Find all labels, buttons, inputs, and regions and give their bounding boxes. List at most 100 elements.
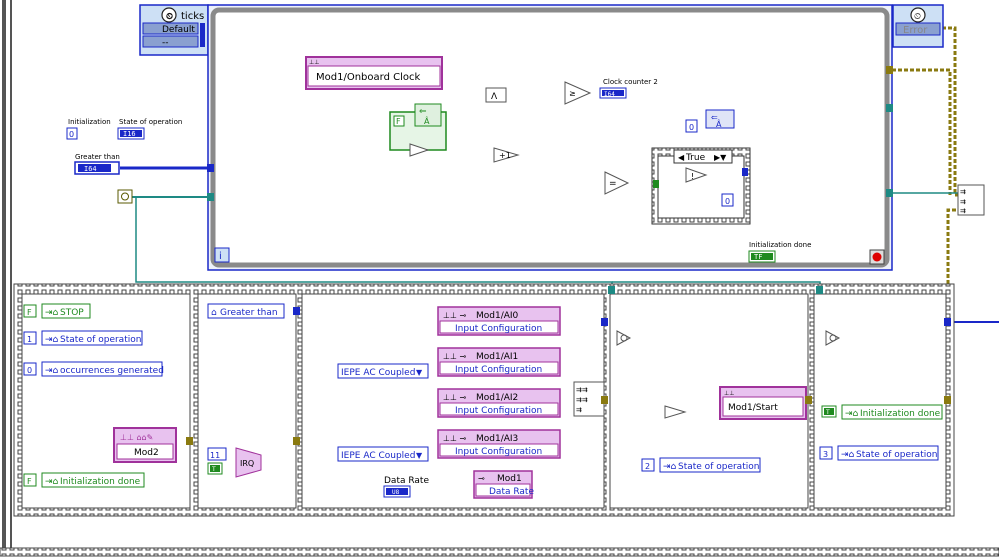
ticks-label: ticks [181, 11, 204, 22]
init-label: Initialization done [60, 477, 141, 487]
stop-label: STOP [60, 308, 84, 318]
clock-counter-type: I64 [604, 91, 615, 98]
initialization-value: 0 [69, 130, 74, 139]
greater-type: I64 [84, 165, 97, 173]
state-label: State of operation [60, 335, 141, 345]
mod-name: Mod1/AI3 [476, 434, 518, 444]
state-const: 3 [823, 450, 828, 459]
mod1-start-node[interactable]: ⊥⊥ Mod1/Start [719, 386, 807, 420]
frame-4: T ⇥⌂ Initialization done 3 ⇥⌂ State of o… [819, 330, 943, 461]
feedback-node[interactable]: F ⇐ Â [389, 103, 447, 151]
state-label: State of operation [856, 450, 937, 460]
increment-node [493, 147, 520, 163]
device-icon: ⊥⊥ ⌂⌂✎ [120, 433, 153, 442]
svg-text:⊥⊥: ⊥⊥ [309, 59, 319, 66]
not-node [685, 167, 708, 183]
iepe-label-2: IEPE AC Coupled [341, 451, 415, 461]
frame-1: ⌂ Greater than 11 IRQ T [207, 303, 285, 478]
initialization-label: Initialization [68, 118, 111, 126]
case-structure-true[interactable]: ◀ True ▶▼ ! 0 [651, 147, 751, 225]
frame-0: F ⇥⌂ STOP 1 ⇥⌂ State of operation 0 ⇥⌂ o… [23, 303, 177, 488]
error-case-structure[interactable]: ⏲ Error [892, 4, 944, 48]
const-0b: 0 [725, 197, 730, 206]
irq-const: 11 [210, 451, 220, 460]
arrow-left-icon: ⇐ [419, 107, 427, 117]
svg-text:⊥⊥ ⊸: ⊥⊥ ⊸ [443, 434, 466, 443]
init-done-label: Initialization done [749, 241, 811, 249]
state-label: State of operation [119, 118, 182, 126]
svg-text:Â: Â [716, 118, 722, 129]
error-case-label: Error [903, 25, 928, 36]
svg-text:Â: Â [424, 115, 430, 126]
greater-than-control[interactable]: Greater than I64 [74, 153, 120, 175]
mod-name: Mod1/AI0 [476, 311, 519, 321]
loop-tunnels [207, 66, 893, 201]
svg-text:Λ: Λ [491, 92, 498, 102]
case-prev-icon: ◀ [678, 153, 685, 162]
data-rate-label: Data Rate [384, 476, 429, 486]
iepe-label-1: IEPE AC Coupled [341, 368, 415, 378]
mod-item-0[interactable]: ⊥⊥ ⊸ Mod1/AI0 Input Configuration [437, 306, 561, 336]
mod-item-2[interactable]: ⊥⊥ ⊸ Mod1/AI2 Input Configuration [437, 388, 561, 418]
svg-text:⊥⊥: ⊥⊥ [724, 390, 734, 397]
const-0a: 0 [689, 123, 694, 132]
case-label: True [685, 153, 706, 163]
mod-prop: Input Configuration [455, 447, 542, 457]
svg-text:⇉: ⇉ [576, 406, 582, 414]
case-next-icon: ▶▼ [714, 153, 727, 162]
ticks-case-structure[interactable]: ⏲ ticks Default -- [139, 4, 209, 56]
init-label: Initialization done [860, 409, 941, 419]
bundle-node[interactable]: ⇉ ⇉ ⇉ [957, 184, 985, 216]
not-gate-icon [409, 143, 430, 157]
home-icon: ⇥⌂ [845, 409, 859, 419]
iepe-ring-2[interactable]: IEPE AC Coupled ▼ [337, 446, 429, 462]
iepe-ring-1[interactable]: IEPE AC Coupled ▼ [337, 363, 429, 379]
svg-text:⇉⇉: ⇉⇉ [576, 396, 588, 404]
data-rate-control[interactable]: Data Rate U8 [383, 476, 429, 498]
mod-item-1[interactable]: ⊥⊥ ⊸ Mod1/AI1 Input Configuration [437, 347, 561, 377]
mod1-data-rate-node[interactable]: ⊸ Mod1 Data Rate [473, 470, 534, 499]
home-icon: ⇥⌂ [45, 477, 59, 487]
svg-text:⊥⊥ ⊸: ⊥⊥ ⊸ [443, 311, 466, 320]
equal-node [604, 171, 630, 195]
svg-text:!: ! [691, 172, 694, 181]
refnum-constant[interactable] [117, 189, 133, 204]
svg-text:⇉: ⇉ [960, 198, 966, 206]
onboard-clock-node[interactable]: Mod1/Onboard Clock ⊥⊥ [305, 56, 443, 90]
init-const: T [825, 409, 830, 416]
arrow-left-icon: ⇐ [711, 113, 718, 122]
home-icon: ⇥⌂ [663, 462, 677, 472]
mod-name: Mod1/AI1 [476, 352, 518, 362]
frame-2: ⊥⊥ ⊸ Mod1/AI0 Input Configuration ⊥⊥ ⊸ M… [337, 306, 605, 499]
svg-text:⇉: ⇉ [960, 188, 966, 196]
state-const: 1 [27, 335, 32, 344]
greater-label: Greater than [220, 308, 278, 318]
mod-item-3[interactable]: ⊥⊥ ⊸ Mod1/AI3 Input Configuration [437, 429, 561, 459]
clock-icon: ⏲ [166, 11, 173, 22]
svg-text:⊥⊥ ⊸: ⊥⊥ ⊸ [443, 393, 466, 402]
true-const: T [211, 466, 216, 473]
clock-counter-label: Clock counter 2 [603, 78, 658, 86]
svg-text:+1: +1 [499, 151, 511, 160]
clock-icon: ⏲ [914, 12, 921, 22]
home-icon: ⌂ [211, 308, 217, 318]
stop-const: F [27, 308, 32, 317]
state-label: State of operation [678, 462, 759, 472]
state-of-operation-indicator: State of operation I16 [117, 118, 182, 140]
initialization-control[interactable]: Initialization 0 [66, 118, 111, 140]
dropdown-icon: ▼ [416, 368, 423, 377]
frame-3: ⊥⊥ Mod1/Start 2 ⇥⌂ State of operation [616, 330, 807, 473]
greater-label: Greater than [75, 153, 120, 161]
data-rate-type: U8 [392, 489, 400, 496]
and-node [485, 87, 507, 103]
top-logic-nodes: Λ +1 ≥ Clock counter 2 I64 = ⇐ Â 0 [409, 78, 735, 195]
svg-text:=: = [609, 179, 617, 189]
mod2-label: Mod2 [134, 448, 159, 458]
state-type: I16 [123, 130, 136, 138]
ticks-case-alt: -- [162, 38, 169, 48]
mod-prop: Input Configuration [455, 406, 542, 416]
not-node [664, 405, 687, 419]
timed-loop-frame[interactable]: i [207, 4, 893, 271]
